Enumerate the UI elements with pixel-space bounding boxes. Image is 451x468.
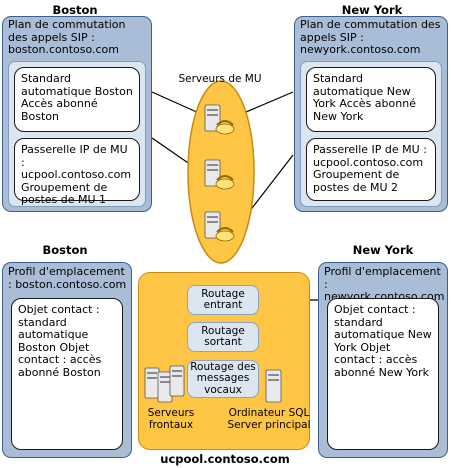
mu-servers-ellipse	[187, 80, 255, 264]
pool-name-label: ucpool.contoso.com	[160, 452, 290, 466]
contact-objects-card-boston: Objet contact : standard automatique Bos…	[11, 298, 123, 450]
auto-attendant-card-newyork: Standard automatique New York Accès abon…	[306, 67, 436, 132]
server-phone-icon	[204, 104, 235, 135]
server-icon	[157, 371, 173, 403]
inbound-routing-box: Routage entrant	[187, 285, 259, 315]
location-profile-panel-boston: Profil d'emplacement : boston.contoso.co…	[2, 262, 132, 458]
region-title-boston-bottom: Boston	[42, 243, 88, 257]
ip-gateway-card-newyork: Passerelle IP de MU : ucpool.contoso.com…	[306, 138, 436, 201]
server-icon	[144, 367, 160, 399]
server-icon	[169, 365, 185, 397]
sql-server-label: Ordinateur SQL Server principal	[227, 407, 311, 431]
region-title-newyork-bottom: New York	[352, 243, 414, 257]
region-title-newyork-top: New York	[341, 3, 403, 17]
server-phone-icon	[204, 159, 235, 190]
location-profile-panel-newyork: Profil d'emplacement : newyork.contoso.c…	[318, 262, 448, 458]
dial-plan-inner-boston: Standard automatique Boston Accès abonné…	[8, 61, 146, 207]
region-title-boston-top: Boston	[52, 3, 98, 17]
ucpool-box: Routage entrant Routage sortant Routage …	[138, 272, 311, 450]
auto-attendant-card-boston: Standard automatique Boston Accès abonné…	[14, 67, 140, 132]
dial-plan-panel-newyork: Plan de commutation des appels SIP : new…	[294, 16, 448, 212]
frontend-servers-label: Serveurs frontaux	[147, 407, 195, 431]
mu-servers-label: Serveurs de MU	[178, 73, 262, 85]
server-icon	[265, 369, 282, 403]
location-profile-heading-boston: Profil d'emplacement : boston.contoso.co…	[8, 265, 127, 291]
dial-plan-heading-newyork: Plan de commutation des appels SIP : new…	[300, 18, 441, 56]
outbound-routing-box: Routage sortant	[187, 322, 259, 352]
dial-plan-heading-boston: Plan de commutation des appels SIP : bos…	[8, 18, 126, 56]
dial-plan-panel-boston: Plan de commutation des appels SIP : bos…	[2, 16, 152, 212]
dial-plan-inner-newyork: Standard automatique New York Accès abon…	[300, 61, 442, 207]
ip-gateway-card-boston: Passerelle IP de MU : ucpool.contoso.com…	[14, 138, 140, 206]
server-phone-icon	[204, 211, 235, 242]
voicemail-routing-box: Routage des messages vocaux	[187, 360, 259, 398]
contact-objects-card-newyork: Objet contact : standard automatique New…	[327, 298, 439, 450]
